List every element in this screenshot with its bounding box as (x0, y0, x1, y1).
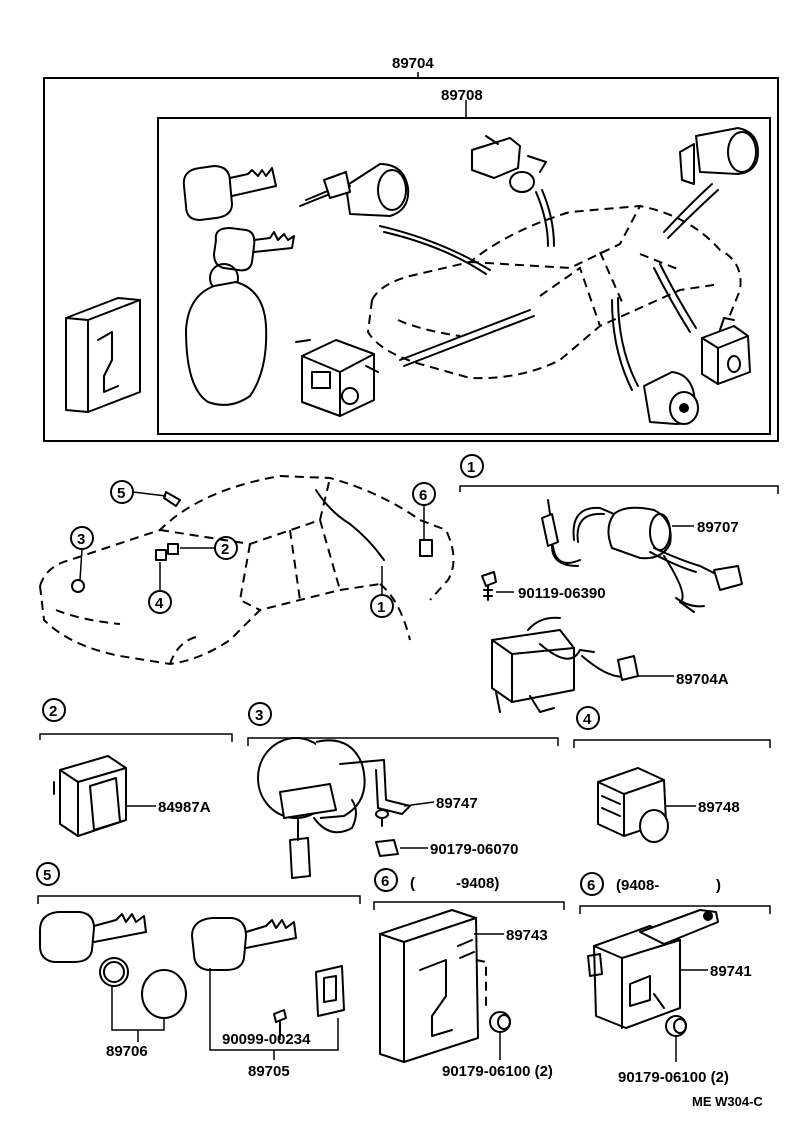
assembly-89704-frame: 89704 89708 (43, 55, 779, 442)
date-6a-close: -9408) (456, 875, 499, 892)
actuator-89741-icon (587, 909, 719, 1037)
label-89704a: 89704A (676, 671, 729, 688)
label-89706: 89706 (106, 1043, 148, 1060)
callout-2: 2 (180, 536, 238, 560)
callout-6: 6 (412, 482, 436, 540)
label-90179-06070: 90179-06070 (430, 841, 518, 858)
svg-text:6: 6 (381, 873, 389, 890)
date-6b-open: (9408- (616, 877, 659, 894)
svg-text:2: 2 (49, 703, 57, 720)
label-84987a: 84987A (158, 799, 211, 816)
label-89747: 89747 (436, 795, 478, 812)
date-6b-close: ) (716, 877, 721, 894)
door-lock-switch-icon (471, 135, 547, 193)
trunk-lock-cylinder-icon (679, 127, 759, 185)
key-blank-icon (39, 911, 147, 963)
label-89743: 89743 (506, 927, 548, 944)
label-89707: 89707 (697, 519, 739, 536)
wiring-leader-bands (379, 183, 719, 391)
door-lock-cylinder-icon (643, 371, 699, 425)
svg-text:3: 3 (77, 531, 85, 548)
svg-text:5: 5 (43, 867, 51, 884)
label-90179-06100-b: 90179-06100 (2) (618, 1069, 729, 1086)
svg-text:4: 4 (583, 711, 592, 728)
label-89708: 89708 (441, 87, 483, 104)
drawing-code: ME W304-C (692, 1094, 763, 1109)
section-4-header: 4 (573, 706, 771, 748)
car-body-middle-icon (39, 474, 455, 666)
label-90179-06100-a: 90179-06100 (2) (442, 1063, 553, 1080)
ecu-89743-icon (379, 909, 511, 1063)
key-icon (182, 165, 277, 221)
label-89704: 89704 (392, 55, 434, 72)
section-2-header: 2 (39, 698, 233, 742)
section-6a-header: 6 ( -9408) (373, 868, 565, 910)
label-90099-00234: 90099-00234 (222, 1031, 311, 1048)
svg-text:4: 4 (155, 595, 164, 612)
door-switch-right-icon (701, 317, 751, 385)
callout-5: 5 (110, 480, 181, 507)
key-with-fob-icon (185, 227, 295, 406)
label-89705: 89705 (248, 1063, 290, 1080)
svg-text:5: 5 (117, 485, 125, 502)
ecu-module-icon (65, 297, 141, 413)
svg-text:1: 1 (467, 459, 475, 476)
key-ring-89706-icon (99, 957, 187, 1042)
horn-siren-89747-icon (257, 737, 411, 879)
section-5-header: 5 (36, 862, 361, 904)
callout-3: 3 (70, 526, 94, 581)
callout-1: 1 (370, 566, 394, 618)
callout-4: 4 (148, 562, 172, 614)
label-90119-06390: 90119-06390 (518, 585, 606, 602)
svg-text:6: 6 (419, 487, 427, 504)
label-89741: 89741 (710, 963, 752, 980)
section-3-header: 3 (247, 702, 559, 746)
section-6b-header: 6 (9408- ) (579, 872, 771, 914)
car-body-top-icon (366, 204, 742, 380)
label-89748: 89748 (698, 799, 740, 816)
ignition-lock-cylinder-icon (299, 163, 410, 217)
section-1-header: 1 (459, 454, 779, 494)
transponder-amplifier-icon (295, 339, 379, 417)
switch-84987a-icon (53, 755, 127, 837)
svg-text:2: 2 (221, 541, 229, 558)
date-6a-open: ( (410, 875, 415, 892)
section-1-parts (481, 499, 743, 713)
svg-text:6: 6 (587, 877, 595, 894)
svg-text:1: 1 (377, 599, 385, 616)
key-89705-icon (191, 917, 345, 1037)
svg-text:3: 3 (255, 707, 263, 724)
sensor-89748-icon (597, 767, 669, 843)
